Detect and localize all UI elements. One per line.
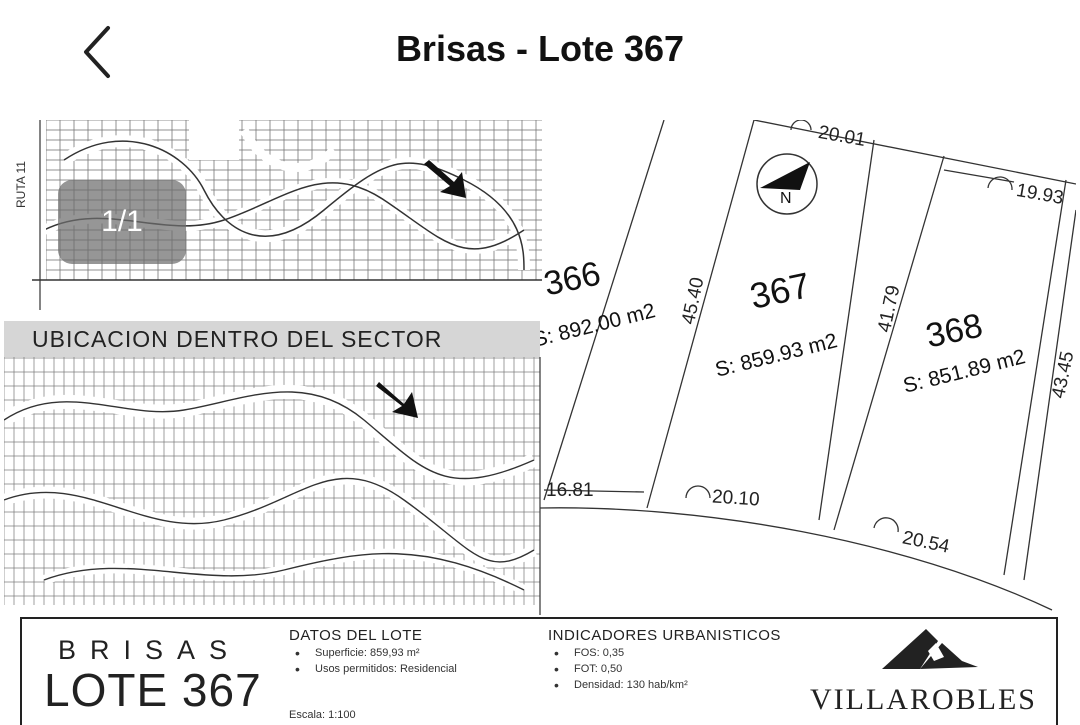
ruta-label: RUTA 11 — [14, 161, 28, 208]
lot-data-heading: DATOS DEL LOTE — [289, 627, 423, 644]
lot-info-footer: BRISAS LOTE 367 DATOS DEL LOTE Superfici… — [20, 617, 1058, 725]
chevron-left-icon — [84, 26, 110, 78]
mountain-logo-icon — [882, 629, 978, 669]
north-label: N — [780, 190, 792, 207]
page-title: Brisas - Lote 367 — [395, 28, 685, 69]
list-item: Usos permitidos: Residencial — [289, 661, 457, 679]
list-item: Superficie: 859,93 m² — [289, 645, 457, 663]
dimension-label: 16.81 — [546, 480, 594, 501]
list-item: Densidad: 130 hab/km² — [548, 677, 688, 695]
sector-title-bar: UBICACION DENTRO DEL SECTOR — [4, 321, 540, 357]
lot-detail-plan — [539, 120, 1076, 611]
dimension-label: 20.10 — [711, 486, 761, 511]
list-item: FOT: 0,50 — [548, 661, 688, 679]
lot-data-list: Superficie: 859,93 m² Usos permitidos: R… — [289, 645, 457, 679]
back-button[interactable] — [72, 22, 132, 82]
list-item: FOS: 0,35 — [548, 645, 688, 663]
image-counter: 1/1 — [58, 180, 186, 264]
indicators-heading: INDICADORES URBANISTICOS — [548, 627, 781, 644]
indicators-list: FOS: 0,35 FOT: 0,50 Densidad: 130 hab/km… — [548, 645, 688, 695]
app-header: Brisas - Lote 367 — [0, 0, 1080, 110]
lot-title: LOTE 367 — [44, 664, 262, 716]
company-name: VILLAROBLES — [810, 683, 1037, 716]
scale-label: Escala: 1:100 — [289, 709, 356, 721]
sector-map — [4, 357, 541, 615]
compass-icon — [756, 153, 818, 215]
brand-title: BRISAS — [58, 635, 242, 665]
